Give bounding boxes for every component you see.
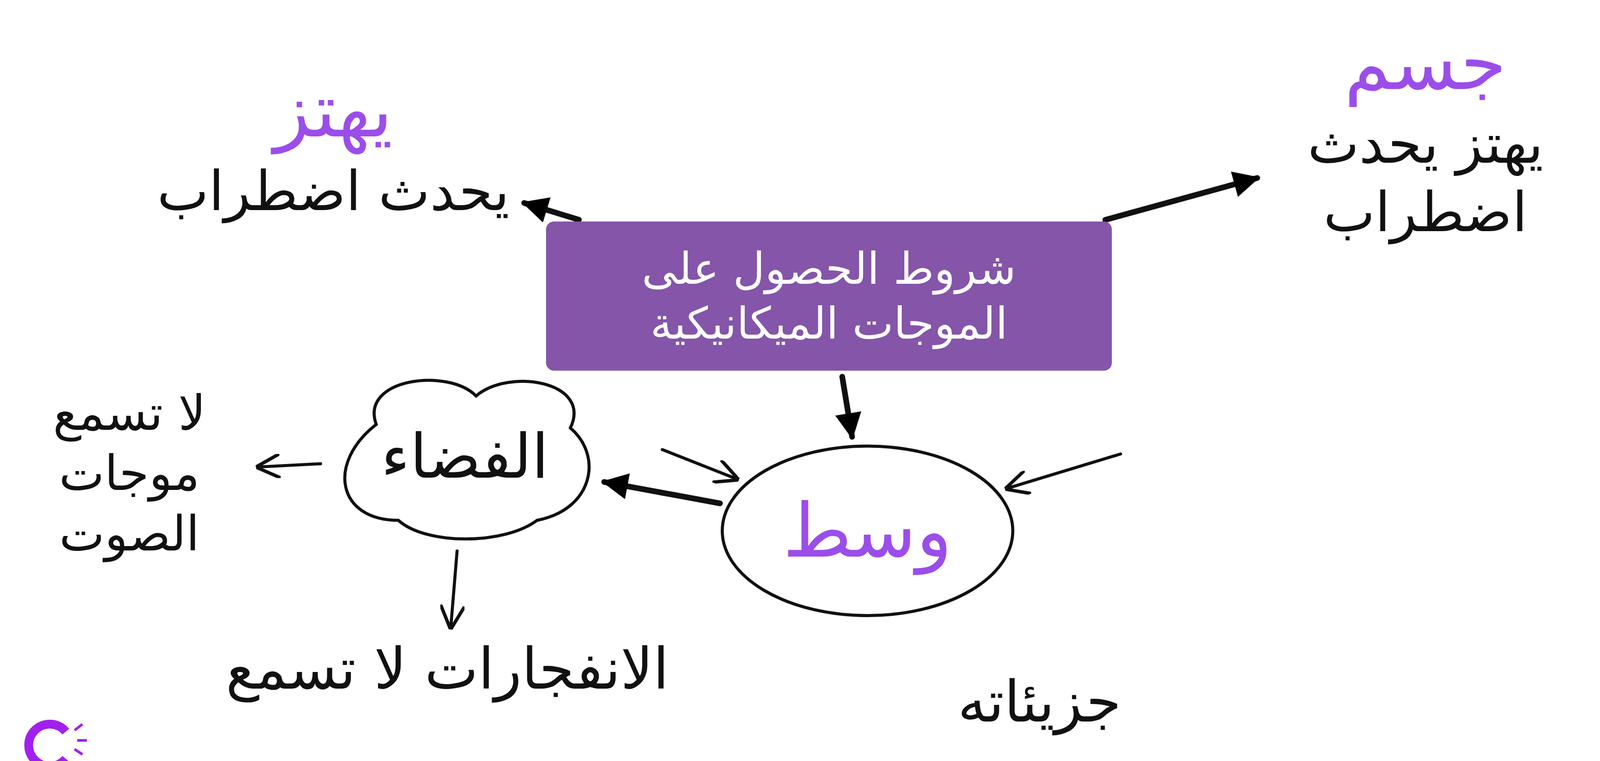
node-note: يحدث اضطراب: [157, 157, 510, 226]
cloud-path: [344, 380, 590, 540]
title-box: شروط الحصول على الموجات الميكانيكية: [546, 221, 1112, 371]
node-heading: وسط: [782, 484, 953, 578]
leader-arrow: [258, 463, 321, 467]
connector-arrow: [603, 482, 720, 504]
note-label: لا تسمع موجات الصوت: [6, 383, 253, 565]
node-heading: جسم: [1271, 16, 1579, 111]
logo-spark: [74, 724, 87, 755]
vibration-node: يهتزيحدث اضطراب: [148, 59, 518, 231]
ellipse-path: [722, 446, 1013, 616]
logo-mark: [28, 724, 66, 761]
leader-arrow: [1007, 453, 1121, 489]
node-note: يهتز يحدث اضطراب: [1271, 109, 1579, 247]
node-heading: يهتز: [157, 64, 510, 158]
note-label: الانفجارات لا تسمع: [225, 633, 669, 705]
node-heading: شروط الحصول على الموجات الميكانيكية: [576, 241, 1082, 351]
leader-arrow: [662, 449, 737, 479]
source-node: جسميهتز يحدث اضطراب: [1263, 12, 1588, 252]
leader-arrow: [450, 550, 458, 628]
connector-arrow: [842, 376, 853, 437]
space-cloud: الفضاء: [326, 367, 604, 546]
connector-arrow: [1105, 178, 1258, 221]
connector-arrow: [524, 203, 579, 220]
medium-ellipse: وسط: [719, 442, 1016, 620]
note-label: جزيئاته: [957, 666, 1122, 738]
node-heading: الفضاء: [381, 417, 549, 495]
